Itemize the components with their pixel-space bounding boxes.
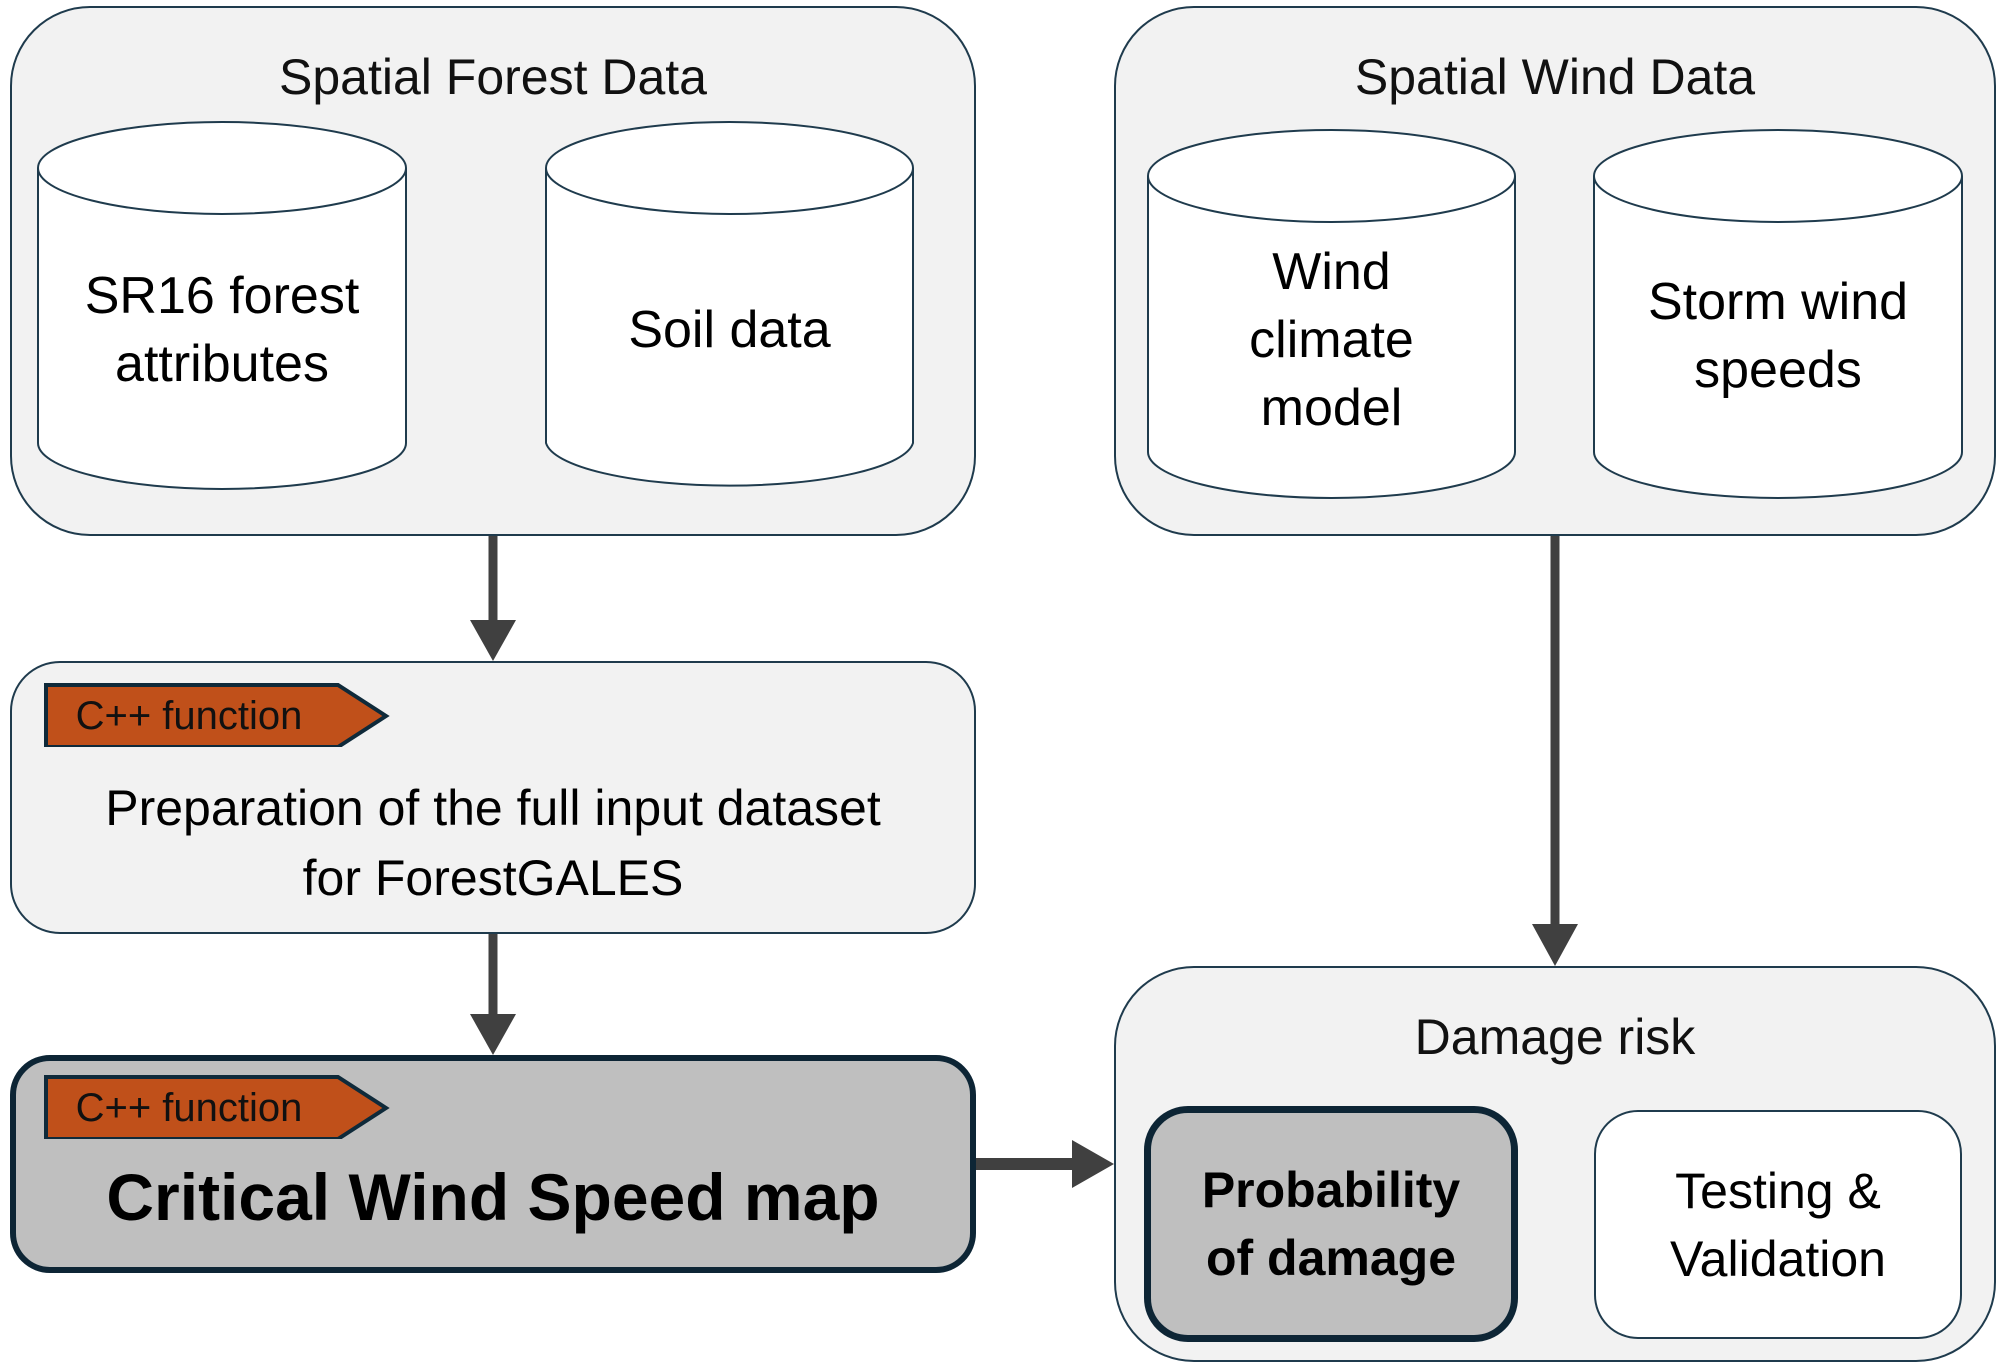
box-probability-of-damage: Probability of damage [1144, 1106, 1518, 1342]
label-line: attributes [115, 335, 329, 393]
cpp-function-badge-shape [44, 1075, 390, 1139]
group-title: Damage risk [1414, 1009, 1696, 1065]
text-line: Validation [1670, 1230, 1886, 1287]
label-line: Soil data [628, 301, 831, 359]
label-line: model [1260, 379, 1403, 437]
cpp-function-badge: C++ function [75, 693, 303, 738]
cylinder-sr16-forest-attributes [37, 121, 407, 490]
text-line: for ForestGALES [302, 850, 684, 906]
cpp-function-badge: C++ function [75, 1085, 303, 1130]
group-title: Spatial Wind Data [1354, 49, 1756, 105]
group-title: Spatial Forest Data [279, 49, 707, 105]
process-box-critical-wind-speed-map: C++ function Critical Wind Speed map [10, 1055, 976, 1273]
cylinder-soil-data [545, 121, 914, 487]
arrow-forest-to-preparation [470, 536, 516, 661]
preparation-text: Preparation of the full input dataset fo… [12, 773, 974, 913]
cpp-function-badge-shape [44, 683, 390, 747]
critical-wind-speed-title: Critical Wind Speed map [106, 1160, 880, 1234]
cylinder-label-soil: Soil data [546, 230, 913, 430]
arrow-preparation-to-cws [470, 934, 516, 1055]
cylinder-label-wind-climate: Wind climate model [1148, 230, 1515, 450]
cylinder-label-storm-wind: Storm wind speeds [1594, 236, 1962, 436]
arrow-wind-to-damage [1532, 536, 1578, 966]
label-line: Storm wind [1647, 273, 1909, 331]
cylinder-wind-climate-model [1147, 129, 1516, 499]
label-line: SR16 forest [84, 267, 360, 325]
cylinder-storm-wind-speeds [1593, 129, 1963, 499]
label-line: speeds [1694, 341, 1862, 399]
text-line: Testing & [1675, 1162, 1881, 1219]
text-line: Probability [1201, 1162, 1461, 1218]
label-line: climate [1249, 311, 1414, 369]
arrow-cws-to-damage [976, 1140, 1114, 1188]
label-line: Wind [1272, 243, 1391, 301]
process-box-preparation: C++ function Preparation of the full inp… [10, 661, 976, 934]
cylinder-label-sr16: SR16 forest attributes [38, 230, 406, 430]
text-line: Preparation of the full input dataset [105, 780, 881, 836]
box-testing-validation: Testing & Validation [1594, 1110, 1962, 1339]
text-line: of damage [1205, 1230, 1457, 1286]
